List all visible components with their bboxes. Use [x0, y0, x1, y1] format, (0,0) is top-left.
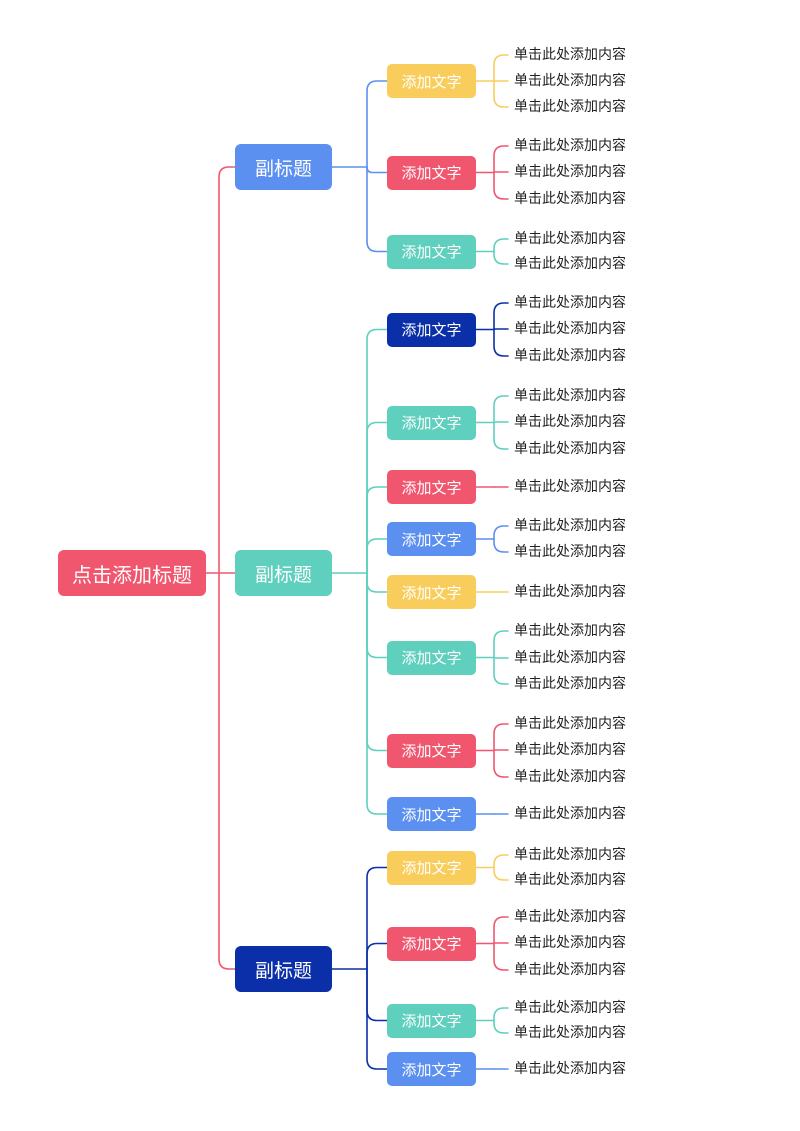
item-connector: [493, 916, 509, 945]
subtitle-node[interactable]: 副标题: [235, 144, 332, 190]
subtitle-node[interactable]: 副标题: [235, 946, 332, 992]
item-connector: [493, 630, 509, 659]
leaf-text[interactable]: 单击此处添加内容: [514, 769, 626, 785]
item-node[interactable]: 添加文字: [387, 797, 476, 831]
item-node[interactable]: 添加文字: [387, 640, 476, 675]
item-connector: [493, 328, 509, 357]
leaf-text[interactable]: 单击此处添加内容: [514, 716, 626, 732]
leaf-text[interactable]: 单击此处添加内容: [514, 1061, 626, 1077]
leaf-text[interactable]: 单击此处添加内容: [514, 164, 626, 180]
item-node[interactable]: 添加文字: [387, 1003, 476, 1038]
leaf-text[interactable]: 单击此处添加内容: [514, 1000, 626, 1016]
leaf-text[interactable]: 单击此处添加内容: [514, 256, 626, 272]
item-node[interactable]: 添加文字: [387, 926, 476, 961]
item-node[interactable]: 添加文字: [387, 312, 476, 347]
item-connector: [493, 854, 509, 869]
item-connector: [493, 749, 509, 778]
leaf-text[interactable]: 单击此处添加内容: [514, 650, 626, 666]
leaf-text[interactable]: 单击此处添加内容: [514, 99, 626, 115]
item-connector: [493, 1007, 509, 1022]
item-node[interactable]: 添加文字: [387, 155, 476, 190]
leaf-text[interactable]: 单击此处添加内容: [514, 191, 626, 207]
item-connector: [493, 421, 509, 450]
subtitle-node[interactable]: 副标题: [235, 550, 332, 596]
item-connector: [493, 942, 509, 971]
item-connector: [493, 866, 509, 881]
leaf-text[interactable]: 单击此处添加内容: [514, 544, 626, 560]
subtitle-connector: [366, 572, 388, 815]
leaf-text[interactable]: 单击此处添加内容: [514, 909, 626, 925]
item-connector: [493, 1019, 509, 1034]
subtitle-connector: [366, 328, 388, 574]
root-connector: [218, 166, 236, 574]
item-connector: [493, 54, 509, 82]
leaf-text[interactable]: 单击此处添加内容: [514, 321, 626, 337]
item-connector: [493, 302, 509, 331]
leaf-text[interactable]: 单击此处添加内容: [514, 295, 626, 311]
leaf-text[interactable]: 单击此处添加内容: [514, 1025, 626, 1041]
item-connector: [493, 145, 509, 174]
leaf-text[interactable]: 单击此处添加内容: [514, 518, 626, 534]
item-connector: [493, 656, 509, 685]
leaf-text[interactable]: 单击此处添加内容: [514, 441, 626, 457]
subtitle-connector: [366, 968, 388, 1070]
leaf-text[interactable]: 单击此处添加内容: [514, 962, 626, 978]
item-connector: [493, 723, 509, 752]
item-node[interactable]: 添加文字: [387, 405, 476, 440]
item-connector: [493, 238, 509, 253]
item-connector: [493, 538, 509, 553]
leaf-text[interactable]: 单击此处添加内容: [514, 479, 626, 495]
subtitle-connector: [366, 968, 388, 1022]
subtitle-connector: [366, 80, 388, 168]
leaf-text[interactable]: 单击此处添加内容: [514, 47, 626, 63]
leaf-text[interactable]: 单击此处添加内容: [514, 623, 626, 639]
leaf-text[interactable]: 单击此处添加内容: [514, 73, 626, 89]
item-node[interactable]: 添加文字: [387, 64, 476, 98]
leaf-text[interactable]: 单击此处添加内容: [514, 138, 626, 154]
subtitle-connector: [366, 572, 388, 752]
leaf-text[interactable]: 单击此处添加内容: [514, 742, 626, 758]
item-connector: [493, 171, 509, 200]
leaf-text[interactable]: 单击此处添加内容: [514, 935, 626, 951]
subtitle-connector: [366, 421, 388, 574]
item-connector: [493, 80, 509, 108]
subtitle-connector: [366, 486, 388, 574]
subtitle-connector: [366, 572, 388, 659]
item-connector: [493, 250, 509, 265]
subtitle-connector: [366, 572, 388, 593]
subtitle-connector: [366, 866, 388, 970]
subtitle-connector: [366, 166, 388, 174]
subtitle-connector: [366, 942, 388, 970]
subtitle-connector: [366, 538, 388, 574]
item-node[interactable]: 添加文字: [387, 470, 476, 504]
root-title-node[interactable]: 点击添加标题: [58, 550, 206, 596]
item-node[interactable]: 添加文字: [387, 522, 476, 556]
item-node[interactable]: 添加文字: [387, 234, 476, 269]
leaf-text[interactable]: 单击此处添加内容: [514, 847, 626, 863]
subtitle-connector: [366, 166, 388, 253]
item-connector: [493, 525, 509, 540]
item-node[interactable]: 添加文字: [387, 850, 476, 885]
leaf-text[interactable]: 单击此处添加内容: [514, 806, 626, 822]
item-node[interactable]: 添加文字: [387, 1052, 476, 1086]
leaf-text[interactable]: 单击此处添加内容: [514, 584, 626, 600]
leaf-text[interactable]: 单击此处添加内容: [514, 231, 626, 247]
root-connector: [218, 572, 236, 970]
item-node[interactable]: 添加文字: [387, 733, 476, 768]
leaf-text[interactable]: 单击此处添加内容: [514, 872, 626, 888]
leaf-text[interactable]: 单击此处添加内容: [514, 676, 626, 692]
leaf-text[interactable]: 单击此处添加内容: [514, 348, 626, 364]
item-connector: [493, 395, 509, 424]
item-node[interactable]: 添加文字: [387, 575, 476, 609]
leaf-text[interactable]: 单击此处添加内容: [514, 388, 626, 404]
leaf-text[interactable]: 单击此处添加内容: [514, 414, 626, 430]
